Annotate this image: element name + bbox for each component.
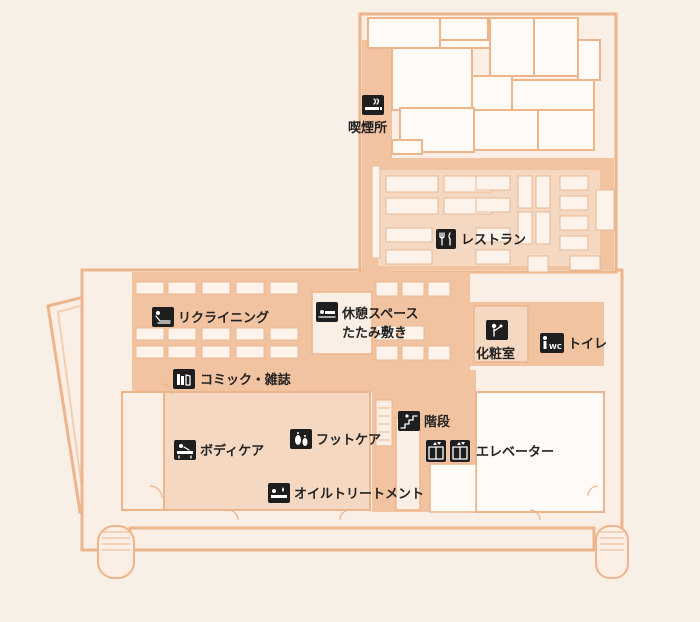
comic-label: コミック・雑誌 [200, 372, 291, 388]
body-care-area[interactable]: ボディケア [174, 440, 264, 460]
oil-treatment-area[interactable]: オイルトリートメント [268, 483, 424, 503]
fork-knife-icon [436, 229, 456, 249]
toilet-area[interactable]: WC トイレ [540, 333, 607, 353]
oil-treatment-label: オイルトリートメント [294, 487, 424, 502]
smoking-icon [362, 95, 384, 115]
oil-treatment-icon [268, 483, 290, 503]
tatami-rest-icon [316, 302, 338, 322]
rest-space-label-line1: 休憩スペース [341, 306, 418, 322]
wc-badge: WC [549, 343, 562, 351]
reclining-area[interactable]: リクライニング [152, 307, 269, 327]
reclining-seats [135, 281, 451, 361]
powder-room-area[interactable]: 化粧室 [476, 320, 515, 362]
stairs-icon [398, 411, 420, 431]
powder-room-label: 化粧室 [476, 346, 515, 362]
rest-space-label-line2: たたみ敷き [342, 325, 407, 341]
comic-area[interactable]: コミック・雑誌 [173, 369, 291, 389]
powder-room-icon [486, 320, 508, 340]
toilet-label: トイレ [568, 337, 607, 352]
elevator-label: エレベーター [476, 445, 554, 460]
upper-rooms [367, 17, 601, 155]
rest-space-area[interactable]: 休憩スペース たたみ敷き [316, 302, 418, 341]
foot-care-area[interactable]: フットケア [290, 429, 381, 449]
elevator-area[interactable]: エレベーター [426, 440, 554, 462]
restaurant-area[interactable]: レストラン [436, 229, 526, 249]
toilet-icon: WC [540, 333, 564, 353]
book-shelf-icon [173, 369, 195, 389]
elevator-icon [426, 440, 446, 462]
restaurant-label: レストラン [461, 233, 526, 248]
smoking-label: 喫煙所 [348, 120, 387, 136]
body-care-icon [174, 440, 196, 460]
foot-care-icon [290, 429, 312, 449]
restaurant-tables [371, 165, 615, 273]
reclining-label: リクライニング [178, 310, 269, 326]
stairs-area[interactable]: 階段 [398, 411, 450, 431]
door-arcs [149, 383, 599, 521]
elevator-icon-2 [450, 440, 470, 462]
body-care-label: ボディケア [200, 443, 264, 459]
reclining-seat-icon [152, 307, 174, 327]
stairs-label: 階段 [424, 414, 450, 430]
stairwells [97, 399, 629, 579]
foot-care-label: フットケア [316, 433, 381, 448]
smoking-area[interactable]: 喫煙所 [348, 95, 387, 136]
